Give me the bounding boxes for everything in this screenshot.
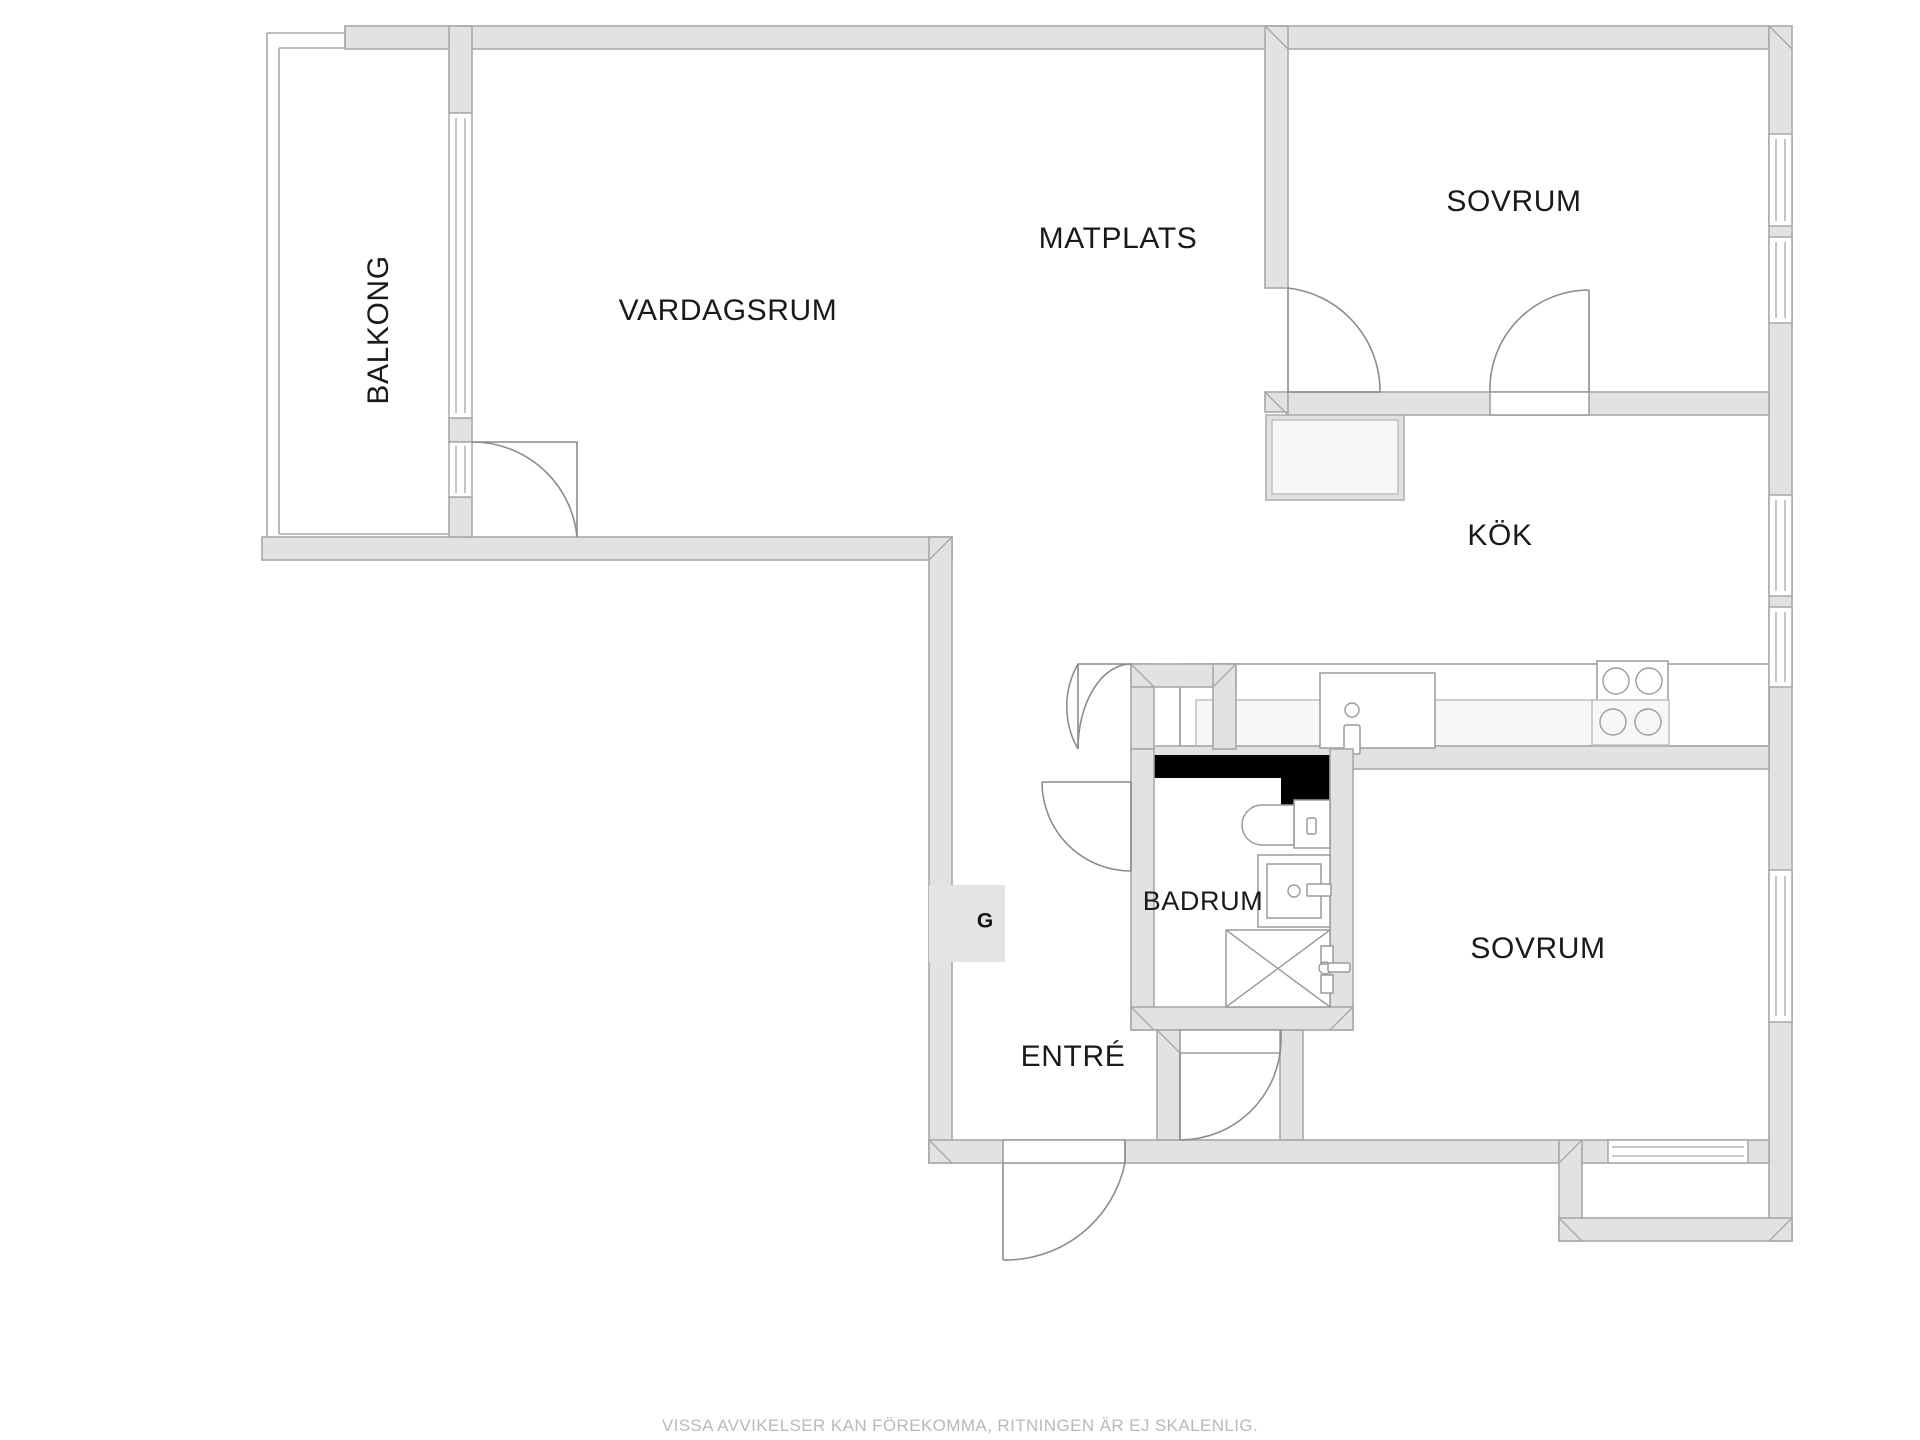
room-label-entre: ENTRÉ — [1021, 1040, 1126, 1073]
window-alcove-bottom — [1607, 1139, 1749, 1164]
g-marker: G — [929, 885, 1005, 962]
window-right-3 — [1768, 494, 1793, 597]
black-fixture-block — [1131, 755, 1330, 805]
room-label-sovrum-top: SOVRUM — [1446, 185, 1581, 218]
fridge-cabinet — [1265, 414, 1405, 501]
door-sovrum-lower — [1179, 1029, 1282, 1141]
sovrum-top-partition — [1264, 25, 1770, 416]
balcony-partition-wall — [448, 25, 473, 538]
wc-shower — [1225, 929, 1351, 1008]
room-label-balkong: BALKONG — [362, 255, 395, 404]
door-sovrum-top-right — [1489, 289, 1590, 416]
door-balcony — [471, 441, 578, 538]
window-right-1 — [1768, 133, 1793, 227]
room-label-vardagsrum: VARDAGSRUM — [619, 294, 838, 327]
room-label-sovrum-lower: SOVRUM — [1470, 932, 1605, 965]
door-kitchen-niche — [1065, 663, 1132, 750]
door-entrance — [1002, 1139, 1126, 1261]
wc-basin — [1257, 854, 1332, 928]
kitchen-sink — [1319, 672, 1436, 755]
sovrum-lower-partition — [1156, 1029, 1304, 1141]
window-right-2 — [1768, 236, 1793, 324]
door-sovrum-top-left — [1287, 287, 1381, 393]
wc-toilet — [1241, 799, 1331, 849]
room-label-kok: KÖK — [1467, 519, 1532, 552]
kitchen-niche — [1130, 663, 1237, 750]
window-right-5 — [1768, 869, 1793, 1023]
room-label-matplats: MATPLATS — [1039, 222, 1198, 255]
room-label-badrum: BADRUM — [1143, 886, 1264, 916]
window-right-4 — [1768, 606, 1793, 688]
bathroom-walls — [1130, 748, 1354, 1031]
kitchen-stove — [1591, 660, 1670, 746]
disclaimer-note: VISSA AVVIKELSER KAN FÖREKOMMA, RITNINGE… — [661, 1416, 1259, 1435]
door-badrum — [1041, 781, 1132, 872]
g-marker-label: G — [977, 910, 993, 933]
